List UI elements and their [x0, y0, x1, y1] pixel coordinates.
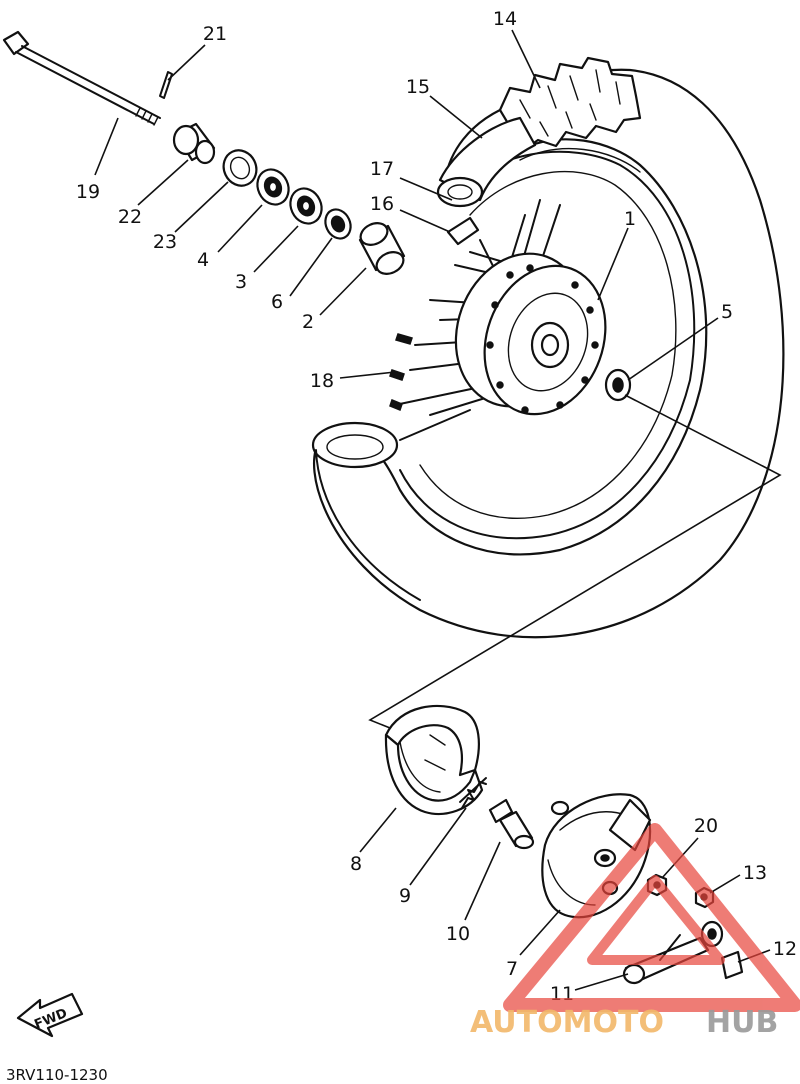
- brake-shoe: [384, 704, 484, 816]
- fwd-arrow: FWD: [16, 992, 84, 1038]
- tire: [311, 56, 785, 639]
- callout-13: 13: [743, 862, 767, 884]
- callout-1: 1: [624, 208, 636, 230]
- brake-plate: [541, 793, 652, 919]
- callout-6: 6: [271, 291, 283, 313]
- callout-9: 9: [399, 885, 411, 907]
- callout-22: 22: [118, 206, 142, 228]
- cam-lever: [622, 920, 724, 985]
- bearing-3: [289, 187, 323, 225]
- callout-12: 12: [773, 938, 797, 960]
- callout-5: 5: [721, 301, 733, 323]
- watermark-logo: [503, 823, 800, 1012]
- callout-4: 4: [197, 249, 209, 271]
- cotter-pin: [159, 71, 173, 99]
- callout-3: 3: [235, 271, 247, 293]
- hub: [454, 252, 607, 416]
- callout-2: 2: [302, 311, 314, 333]
- watermark-text-1: AUTOMOTO: [470, 1005, 664, 1040]
- bolt: [720, 950, 744, 980]
- callout-20: 20: [694, 815, 718, 837]
- watermark-text-2: HUB: [706, 1005, 778, 1040]
- callout-19: 19: [76, 181, 100, 203]
- watermark: AUTOMOTO HUB: [470, 823, 800, 1040]
- camshaft: [488, 798, 535, 850]
- nipples: [389, 333, 413, 411]
- callout-23: 23: [153, 231, 177, 253]
- spring: [459, 777, 487, 809]
- callout-14: 14: [493, 8, 517, 30]
- spacer: [358, 222, 406, 275]
- collar: [172, 122, 216, 165]
- oil-seal: [604, 368, 632, 402]
- callout-18: 18: [310, 370, 334, 392]
- callout-10: 10: [446, 923, 470, 945]
- diagram-code: 3RV110-1230: [6, 1066, 108, 1084]
- seal-23: [222, 149, 258, 187]
- callout-16: 16: [370, 193, 394, 215]
- axle: [2, 30, 161, 126]
- leader-lines: [94, 29, 771, 991]
- rim-band: [446, 216, 480, 246]
- callout-8: 8: [350, 853, 362, 875]
- callout-15: 15: [406, 76, 430, 98]
- callout-7: 7: [506, 958, 518, 980]
- callout-17: 17: [370, 158, 394, 180]
- seal-6: [324, 208, 352, 240]
- guide-lines: [368, 394, 782, 731]
- bearing-4: [256, 168, 290, 206]
- callout-21: 21: [203, 23, 227, 45]
- inner-tube: [436, 116, 537, 208]
